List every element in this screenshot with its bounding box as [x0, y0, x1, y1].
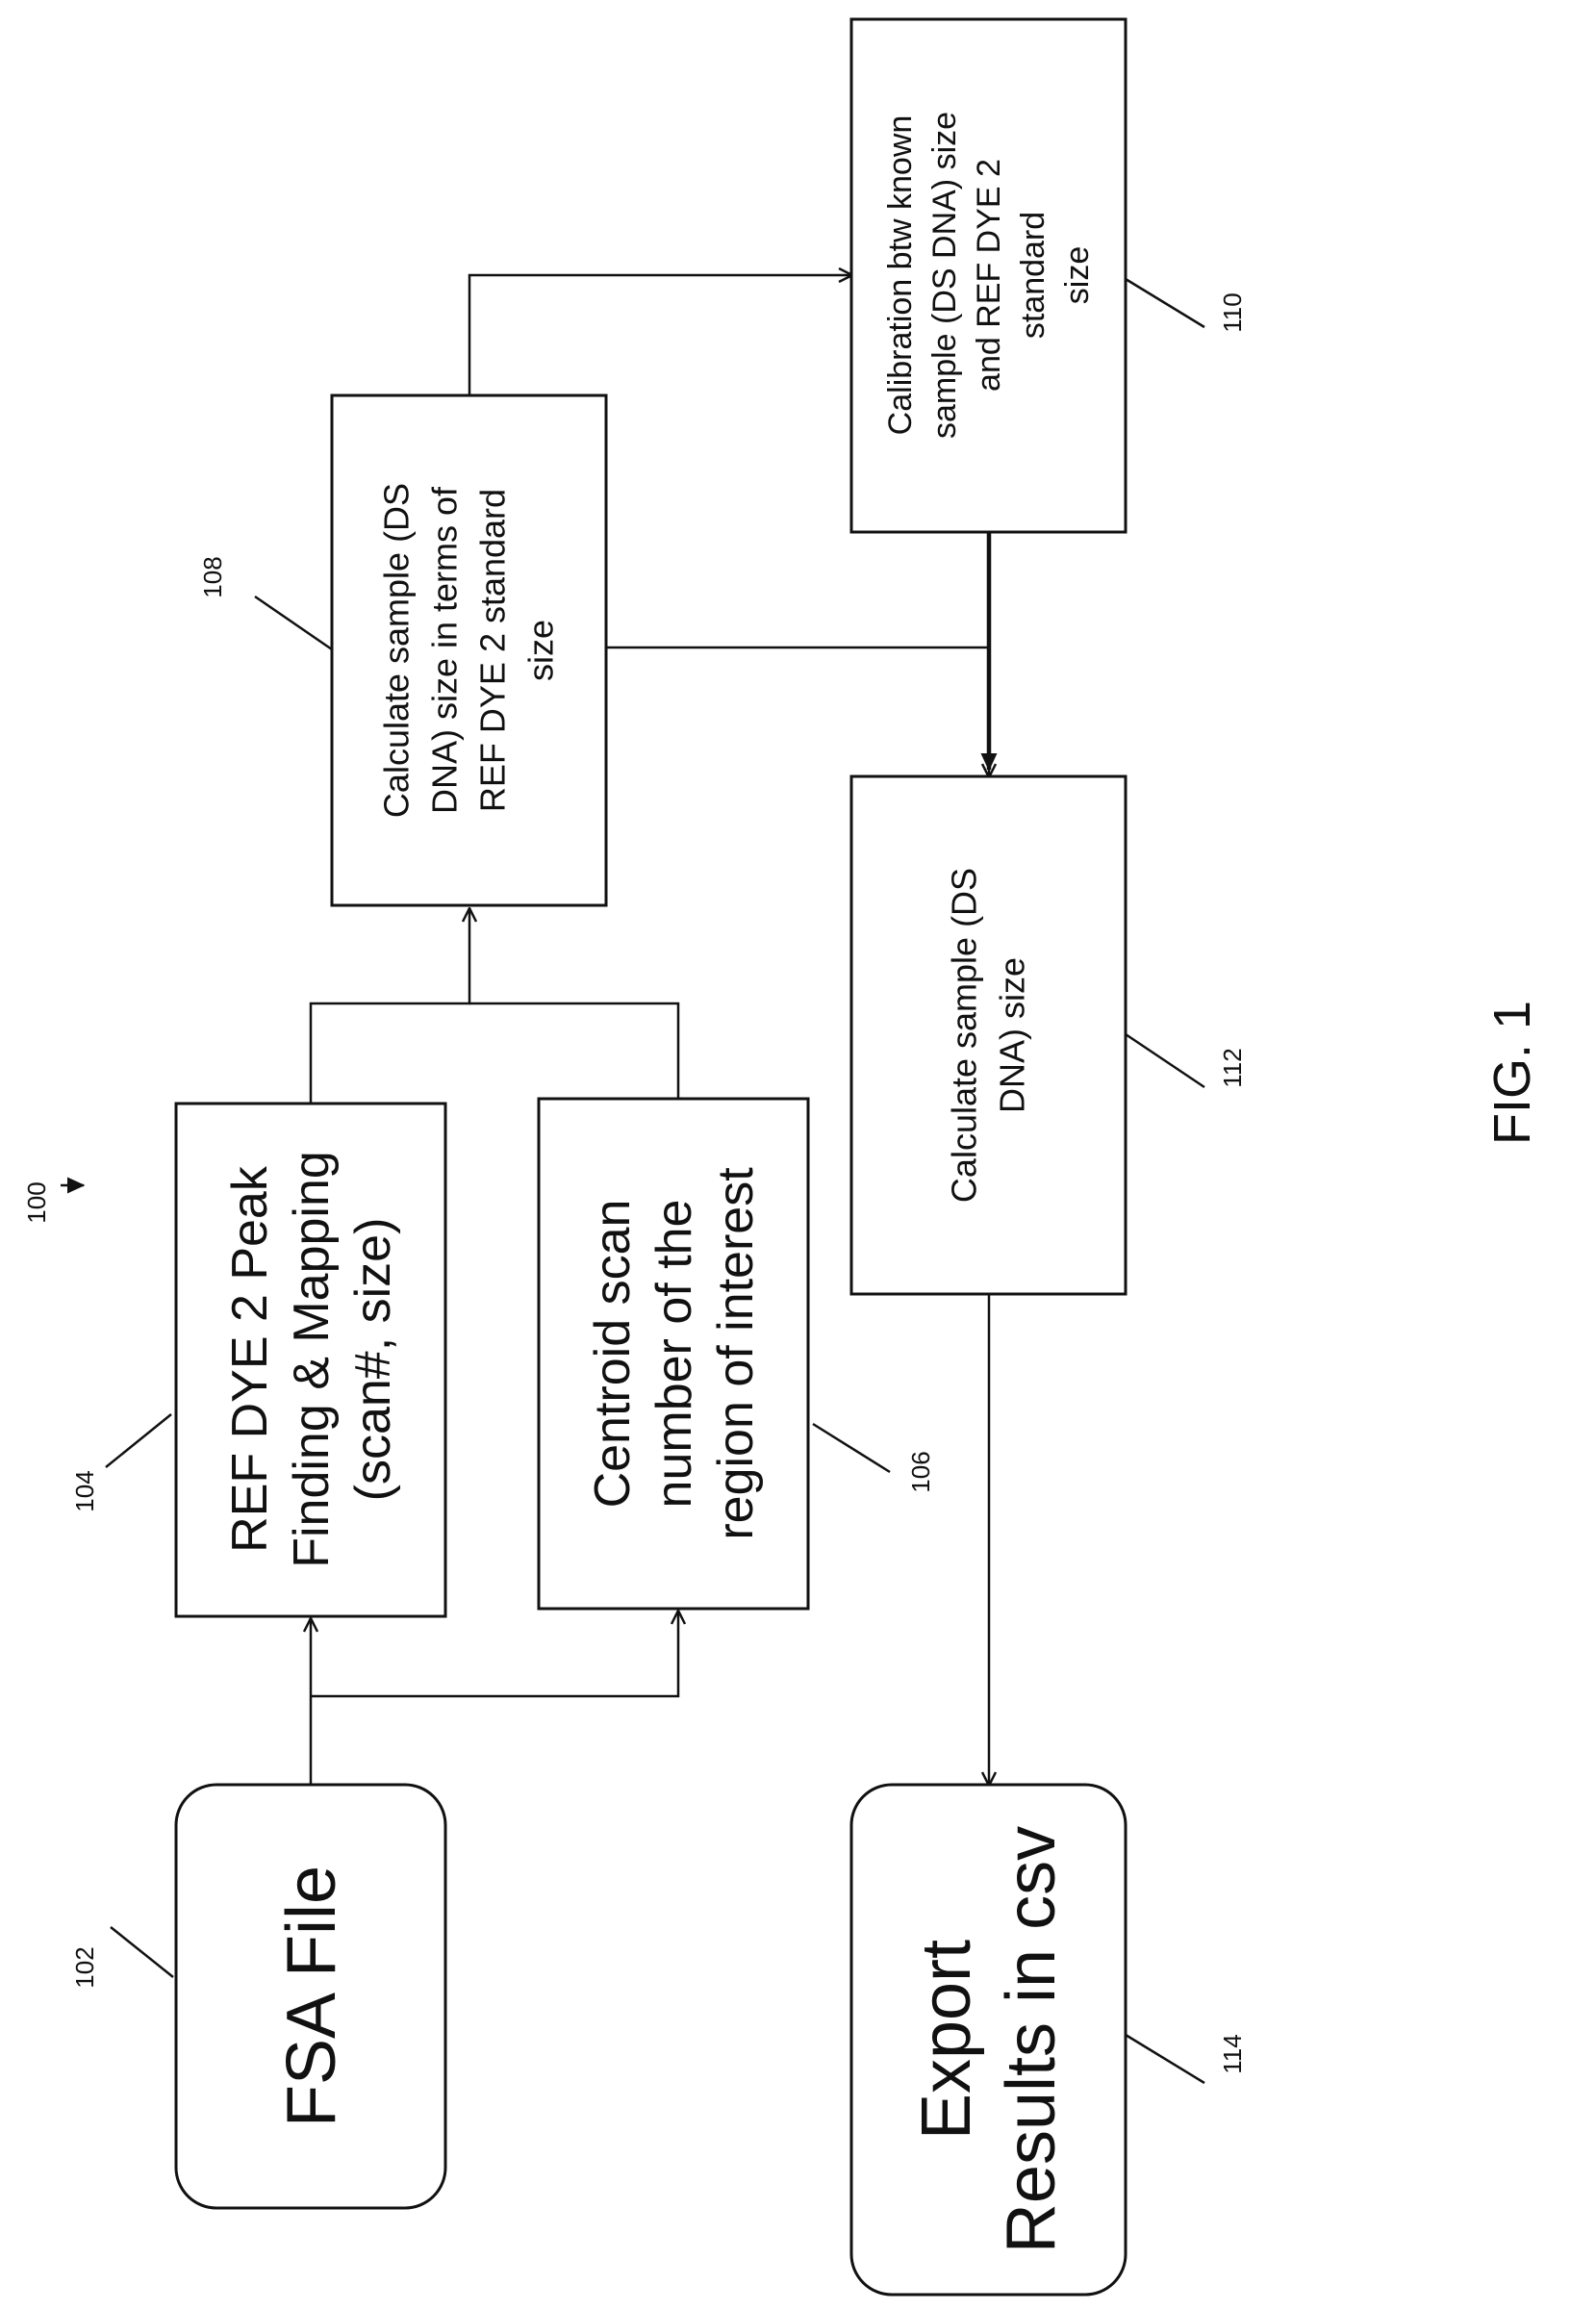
ref-peak-label-line: Finding & Mapping	[284, 1151, 340, 1568]
figure-caption: FIG. 1	[1483, 1001, 1541, 1145]
calc-size-label-line: Calculate sample (DS	[945, 868, 984, 1203]
export-box	[851, 1785, 1126, 2295]
centroid-label: Centroid scannumber of theregion of inte…	[585, 1167, 764, 1540]
edge-calc-ref-size-to-calibration	[469, 275, 851, 395]
calc-size-label-line: DNA) size	[993, 957, 1032, 1113]
leader-104	[106, 1414, 171, 1467]
ref-number-112: 112	[1218, 1048, 1247, 1087]
ref-number-104: 104	[70, 1470, 99, 1511]
leader-102	[111, 1927, 173, 1977]
edge-centroid-to-calc-ref-size	[469, 1003, 678, 1099]
calibration-label-line: and REF DYE 2	[971, 159, 1007, 392]
calibration-label-line: standard	[1015, 212, 1051, 339]
calc-ref-size-label-line: REF DYE 2 standard	[473, 489, 513, 812]
calc-ref-size-label-line: size	[521, 620, 561, 681]
calibration-label-line: Calibration btw known	[882, 115, 919, 436]
ref-number-110: 110	[1218, 292, 1247, 332]
export-label-line: Results in csv	[993, 1826, 1070, 2253]
fsa-file-label: FSA File	[273, 1866, 350, 2127]
calc-ref-size-label-line: DNA) size in terms of	[425, 486, 465, 814]
ref-number-106: 106	[906, 1451, 935, 1492]
ref-number-114: 114	[1218, 2034, 1247, 2073]
ref-number-102: 102	[70, 1946, 99, 1988]
leader-112	[1126, 1034, 1204, 1087]
ref-peak-label-line: REF DYE 2 Peak	[222, 1165, 278, 1553]
ref-number-108: 108	[198, 556, 227, 597]
leader-106	[813, 1424, 890, 1472]
ref-peak-label-line: (scan#, size)	[345, 1218, 401, 1502]
calc-ref-size-box	[332, 395, 606, 905]
calc-size-box	[851, 776, 1126, 1294]
edge-calc-ref-size-to-calc-size	[606, 647, 989, 776]
ref-number-100: 100	[22, 1181, 51, 1223]
export-label-line: Export	[908, 1940, 985, 2140]
centroid-label-line: Centroid scan	[585, 1200, 641, 1509]
leader-108	[255, 597, 332, 649]
calibration-label-line: sample (DS DNA) size	[926, 112, 963, 439]
fsa-label-line: FSA File	[273, 1866, 350, 2127]
centroid-label-line: number of the	[646, 1200, 702, 1509]
centroid-label-line: region of interest	[708, 1167, 764, 1540]
edge-ref-peak-to-calc-ref-size	[311, 909, 469, 1104]
leader-110	[1126, 279, 1204, 327]
calc-ref-size-label-line: Calculate sample (DS	[377, 483, 417, 818]
leader-114	[1126, 2035, 1204, 2083]
edge-fsa-to-centroid	[311, 1612, 678, 1696]
calibration-label-line: size	[1059, 246, 1096, 304]
